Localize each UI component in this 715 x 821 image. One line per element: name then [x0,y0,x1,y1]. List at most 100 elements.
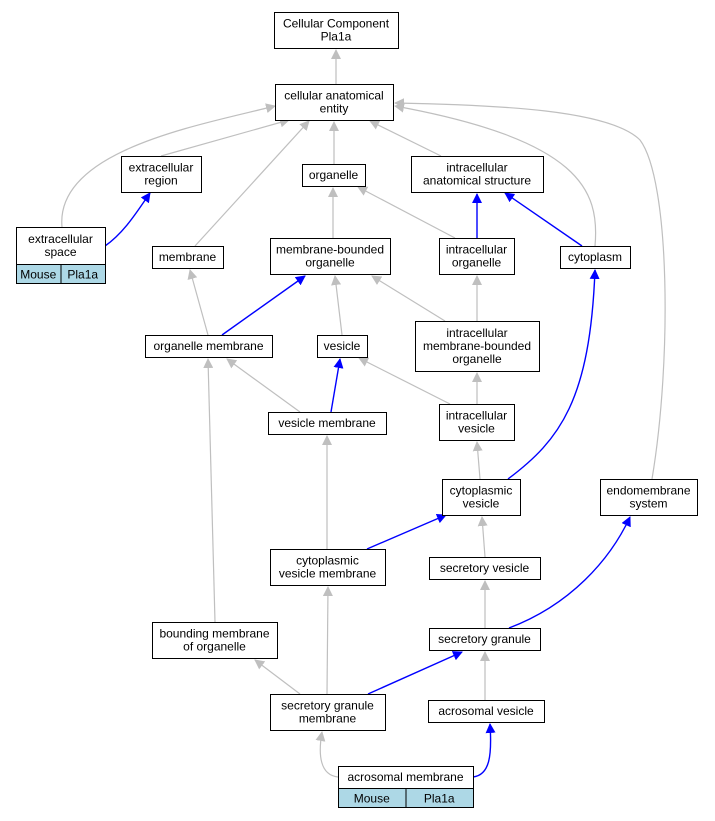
node-box [600,479,698,516]
annotation-cell [405,788,474,808]
edge-acrosomal-membrane-to-acrosomal-vesicle [472,723,496,778]
node-secretory-vesicle[interactable]: secretory vesicle [429,557,541,580]
edge-intracellular-vesicle-to-vesicle [358,357,451,405]
node-label: vesicle membrane [278,416,376,430]
node-acrosomal-vesicle[interactable]: acrosomal vesicle [428,700,545,723]
edge-extracellular-space-to-cae [61,103,276,228]
edge-extracellular-region-to-cae [160,117,290,157]
node-label: acrosomal membrane [347,770,463,784]
edge-membrane-to-cae [194,120,310,247]
node-organelle[interactable]: organelle [302,164,366,187]
node-membrane[interactable]: membrane [152,246,224,269]
node-box [415,321,540,372]
node-label: intracellular [446,326,507,340]
edge-cytoplasmic-vesicle-to-intracellular-vesicle [472,441,483,480]
node-label: membrane [159,250,217,264]
edge-extracellular-space-to-extracellular-region [104,192,151,247]
node-label: entity [320,102,349,116]
node-box [270,238,391,275]
node-secretory-granule[interactable]: secretory granule [429,628,541,651]
edge-vesicle-to-membrane-bounded-organelle [331,275,343,336]
edge-acrosomal-membrane-to-secretory-granule-membrane [315,731,339,778]
edge-vesicle-membrane-to-vesicle [330,358,344,413]
annotation-species: Mouse [354,792,390,806]
node-label: cellular anatomical [284,89,383,103]
node-vesicle[interactable]: vesicle [317,335,368,358]
node-label: organelle membrane [153,339,263,353]
edge-secretory-granule-membrane-to-bounding-membrane [254,659,301,695]
edge-vesicle-membrane-to-organelle-membrane [226,358,301,413]
node-label: secretory vesicle [440,561,530,575]
node-box [152,246,224,269]
node-label: membrane-bounded [276,243,384,257]
node-label: intracellular [446,161,507,175]
node-label: cytoplasm [568,250,622,264]
node-label: vesicle [324,339,361,353]
edge-cytoplasmic-vesicle-to-cytoplasm [507,269,600,480]
node-label: organelle [452,352,502,366]
node-box [429,628,541,651]
node-label: bounding membrane [159,627,269,641]
edge-secretory-granule-membrane-to-cytoplasmic-vesicle-membrane [322,586,333,695]
node-label: cytoplasmic [296,554,359,568]
node-label: cytoplasmic [450,484,513,498]
node-box [268,412,387,435]
node-label: secretory granule [438,632,531,646]
annotation-gene: Pla1a [424,792,455,806]
node-box [428,700,545,723]
node-label: vesicle [458,422,495,436]
node-label: Cellular Component [283,17,390,31]
edges [61,49,666,778]
node-label: intracellular [446,243,507,257]
annotation-cell [60,264,106,284]
edge-organelle-membrane-to-membrane [187,269,209,336]
node-box [145,335,273,358]
node-box [16,227,106,265]
edge-secretory-granule-membrane-to-secretory-granule [367,651,463,695]
annotation-gene: Pla1a [67,268,98,282]
node-label: endomembrane [606,484,690,498]
edge-endomembrane-system-to-cae [394,98,666,480]
node-label: secretory granule [281,699,374,713]
node-label: membrane-bounded [423,339,531,353]
node-organelle-membrane[interactable]: organelle membrane [145,335,273,358]
node-box [274,12,399,49]
node-box [442,479,521,516]
node-cytoplasm[interactable]: cytoplasm [560,246,631,269]
node-vesicle-membrane[interactable]: vesicle membrane [268,412,387,435]
edge-intracellular-anatomical-structure-to-cae [369,120,442,157]
edge-organelle-membrane-to-membrane-bounded-organelle [221,275,306,336]
edge-secretory-granule-to-endomembrane-system [508,516,631,629]
node-box [439,238,515,275]
node-box [560,246,631,269]
node-label: organelle [452,256,502,270]
node-box [411,156,544,193]
node-box [270,694,386,731]
node-label: organelle [309,168,359,182]
annotation-species: Mouse [20,268,56,282]
node-box [302,164,366,187]
node-box [317,335,368,358]
node-box [121,156,202,193]
node-label: of organelle [183,640,246,654]
node-box [275,84,394,121]
node-label: extracellular [129,161,194,175]
node-box [270,549,386,586]
